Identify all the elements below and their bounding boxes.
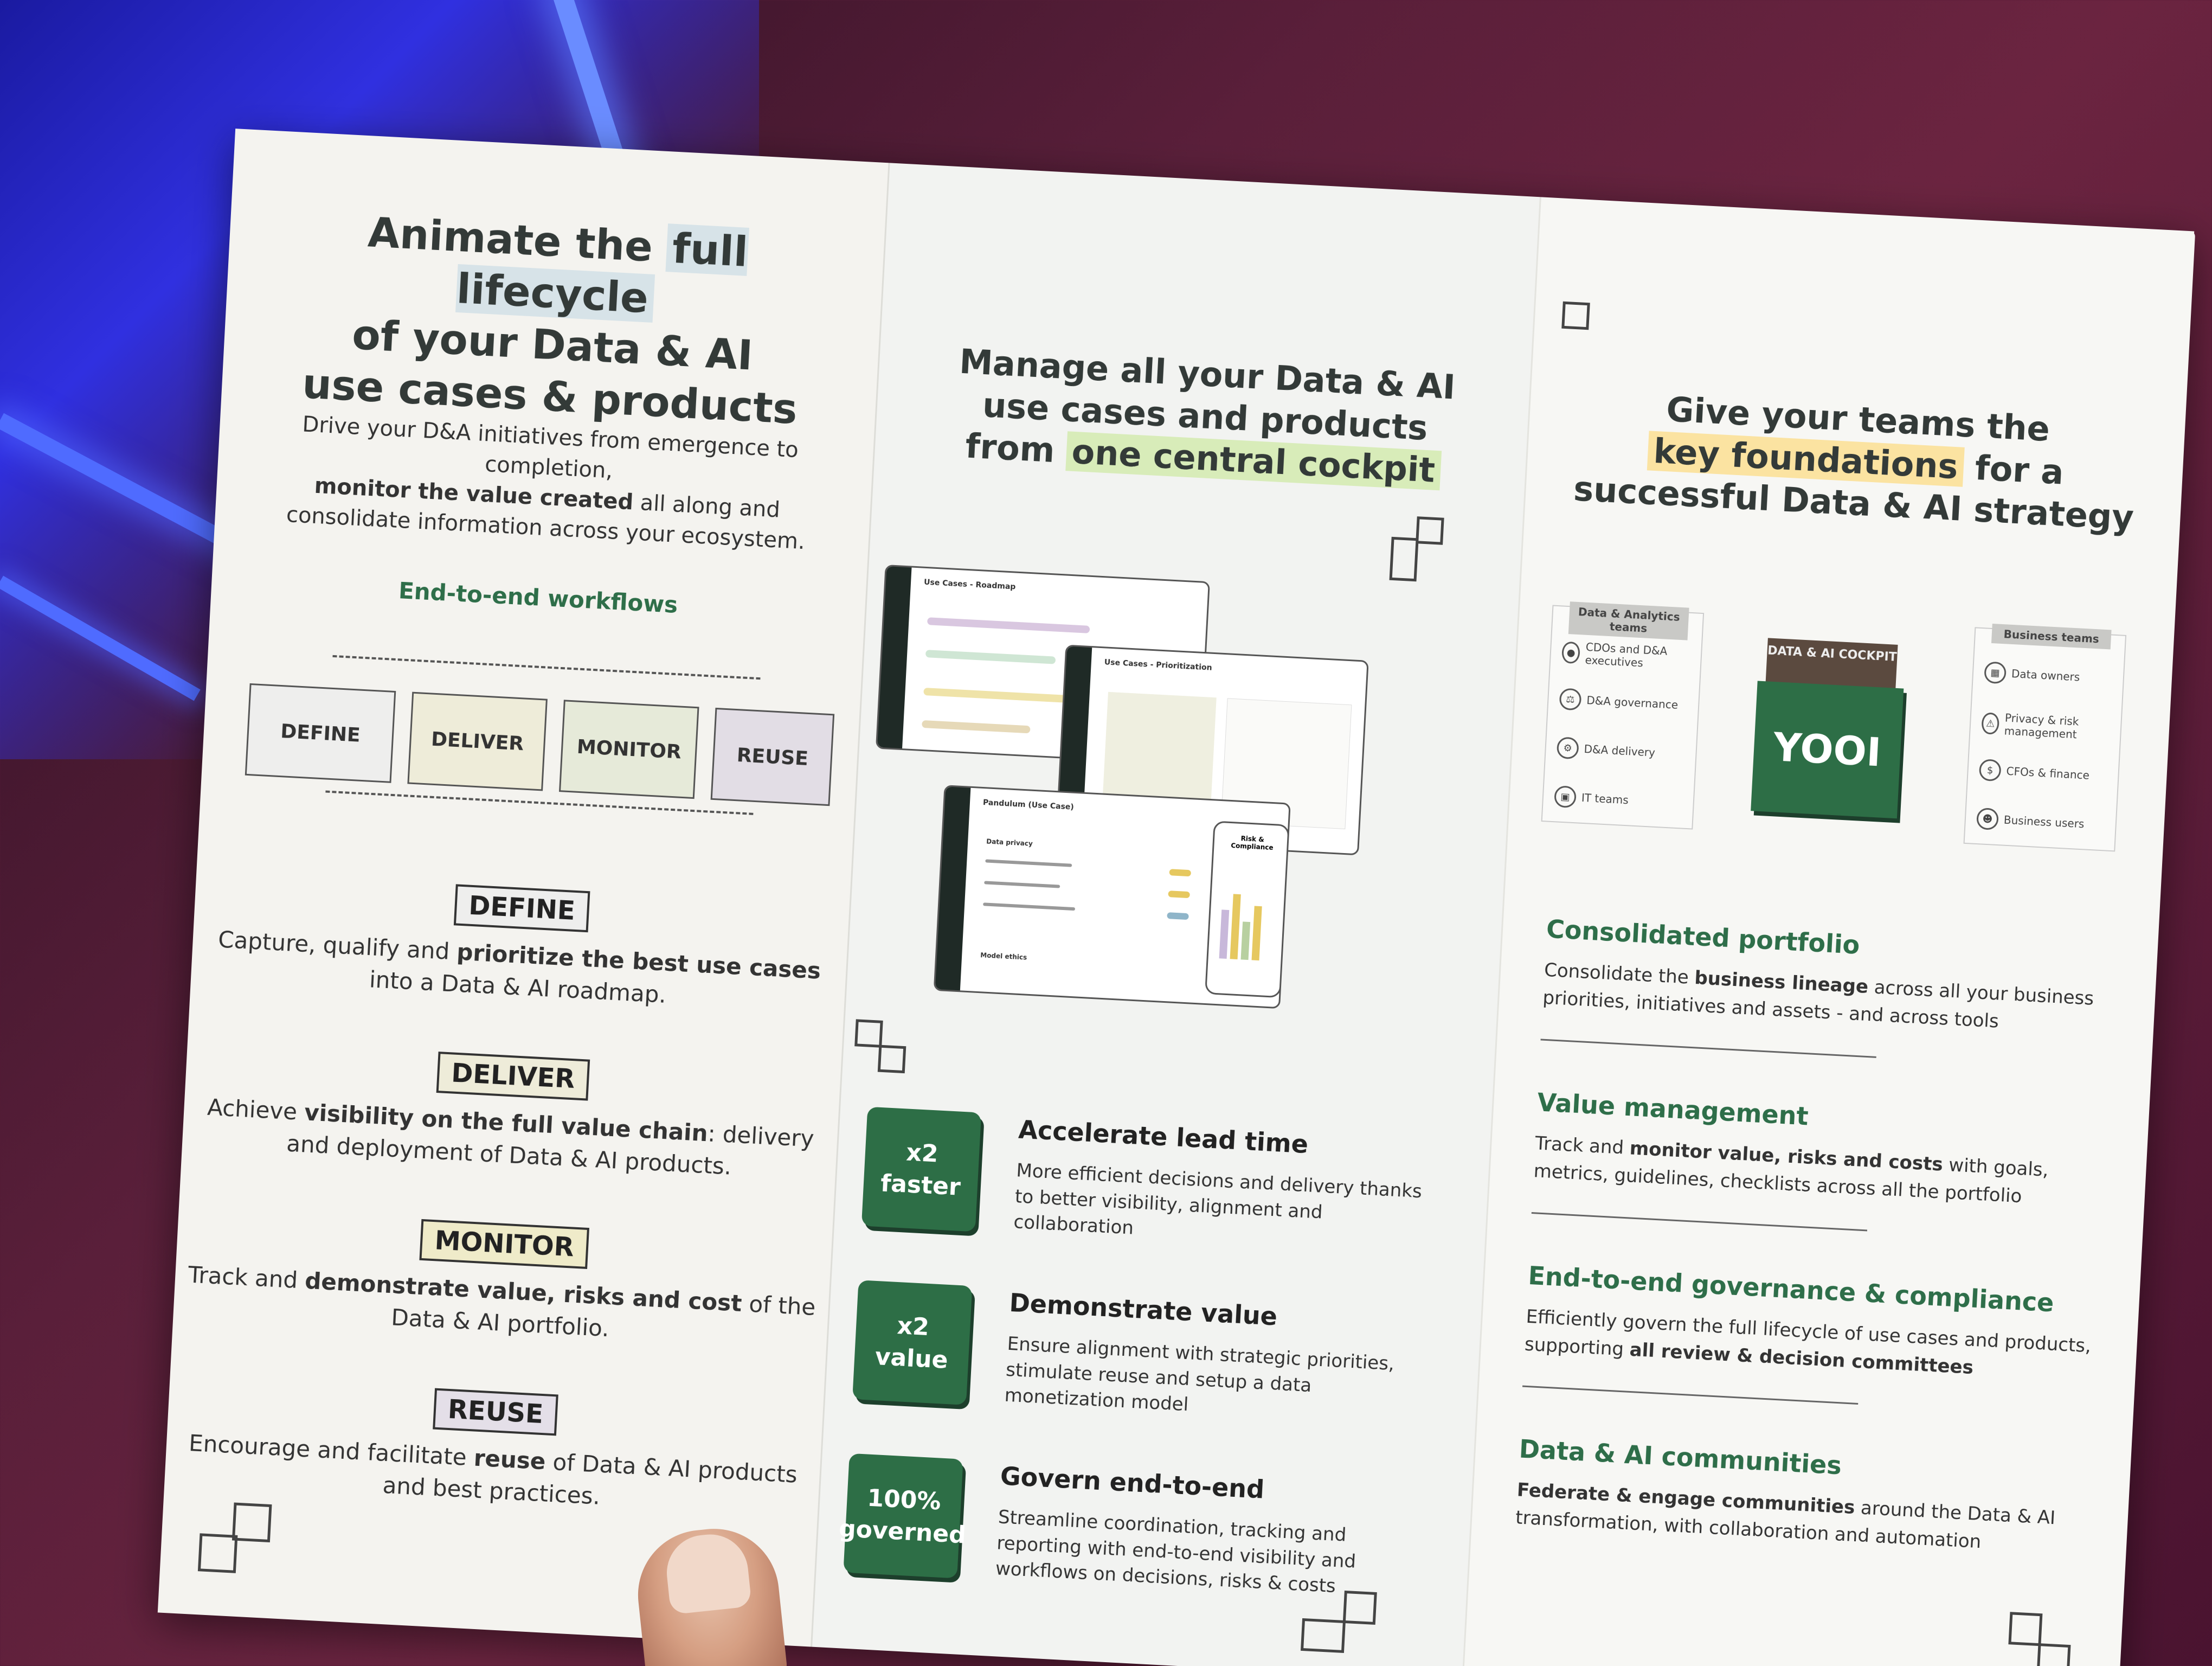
checkbox-square-icon	[1561, 301, 1590, 330]
decorative-square-icon	[1300, 1618, 1346, 1654]
yooi-logo: YOOI	[1751, 681, 1904, 819]
workflow-box-monitor: MONITOR	[558, 700, 699, 799]
stage-reuse: REUSE Encourage and facilitate reuse of …	[164, 1374, 824, 1524]
decorative-square-icon	[1416, 516, 1444, 545]
chart-icon: ▦	[1984, 661, 2007, 684]
stage-monitor: MONITOR Track and demonstrate value, ris…	[173, 1206, 832, 1356]
scales-icon: ⚖	[1559, 688, 1582, 711]
decorative-square-icon	[1342, 1590, 1377, 1625]
section-portfolio: Consolidated portfolio Consolidate the b…	[1540, 914, 2121, 1071]
section-communities: Data & AI communities Federate & engage …	[1515, 1434, 2056, 1553]
executive-icon: ●	[1561, 641, 1581, 664]
decorative-square-icon	[232, 1502, 272, 1543]
computer-icon: ▣	[1554, 785, 1577, 809]
privacy-icon: ⚠	[1981, 712, 2000, 735]
panel-cockpit: Manage all your Data & AI use cases and …	[811, 163, 1541, 1666]
stage-tag: DEFINE	[453, 884, 590, 933]
panel3-title: Give your teams the key foundations for …	[1572, 389, 2135, 538]
decorative-square-icon	[2036, 1643, 2071, 1666]
stat-title: Govern end-to-end	[999, 1461, 1265, 1504]
stat-text: Streamline coordination, tracking and re…	[995, 1506, 1357, 1598]
decorative-square-icon	[877, 1045, 906, 1074]
panel1-title: Animate the full lifecycle of your Data …	[301, 208, 799, 434]
business-teams: Business teams ▦Data owners ⚠Privacy & r…	[1963, 624, 2127, 852]
workflow-title: End-to-end workflows	[397, 577, 679, 619]
workflow-box-define: DEFINE	[245, 683, 396, 783]
decorative-square-icon	[1389, 536, 1419, 582]
stat-title: Accelerate lead time	[1018, 1114, 1309, 1159]
section-value: Value management Track and monitor value…	[1531, 1087, 2112, 1244]
decorative-square-icon	[854, 1019, 883, 1048]
stat-text: More efficient decisions and delivery th…	[1013, 1159, 1423, 1239]
panel-lifecycle: Animate the full lifecycle of your Data …	[157, 129, 889, 1647]
stage-define: DEFINE Capture, qualify and prioritize t…	[190, 870, 850, 1020]
stage-tag: REUSE	[433, 1388, 558, 1436]
decorative-square-icon	[2008, 1612, 2043, 1646]
panel-foundations: Give your teams the key foundations for …	[1463, 197, 2195, 1666]
stage-text: Capture, qualify and prioritize the best…	[217, 926, 822, 1008]
stage-deliver: DELIVER Achieve visibility on the full v…	[182, 1039, 841, 1188]
finance-icon: $	[1978, 759, 2002, 782]
panel2-title: Manage all your Data & AI use cases and …	[958, 341, 1457, 491]
stage-tag: DELIVER	[436, 1052, 590, 1101]
data-analytics-teams: Data & Analytics teams ●CDOs and D&A exe…	[1541, 601, 1705, 830]
stat-text: Ensure alignment with strategic prioriti…	[1004, 1332, 1395, 1416]
teams-diagram: Data & Analytics teams ●CDOs and D&A exe…	[1540, 578, 2128, 868]
stage-tag: MONITOR	[419, 1219, 589, 1269]
stage-text: Track and demonstrate value, risks and c…	[187, 1261, 816, 1342]
workflow-box-reuse: REUSE	[710, 707, 835, 806]
workflow-diagram: DEFINE DELIVER MONITOR REUSE	[243, 629, 837, 833]
stat-badge: 100%governed	[838, 1453, 967, 1579]
delivery-icon: ⚙	[1556, 736, 1579, 760]
users-icon: ☻	[1976, 808, 1999, 831]
section-governance: End-to-end governance & compliance Effic…	[1522, 1261, 2103, 1417]
workflow-box-deliver: DELIVER	[407, 691, 548, 791]
workflow-arrow-top	[332, 655, 761, 680]
stat-title: Demonstrate value	[1008, 1287, 1278, 1331]
mockup-phone: Risk & Compliance	[1205, 821, 1290, 998]
cockpit-label: DATA & AI COCKPIT	[1765, 638, 1898, 688]
brochure: Animate the full lifecycle of your Data …	[157, 129, 2196, 1666]
stage-text: Achieve visibility on the full value cha…	[207, 1093, 815, 1180]
